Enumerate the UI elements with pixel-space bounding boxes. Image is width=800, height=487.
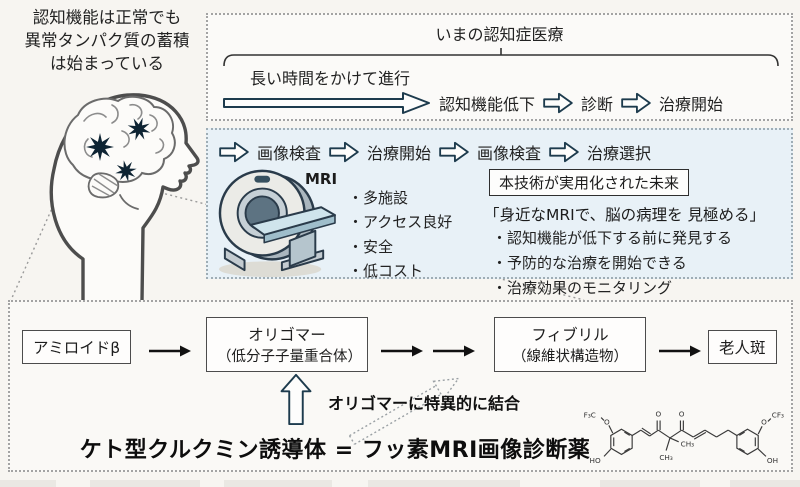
long-arrow-right-icon — [223, 92, 430, 114]
chem-label-ch3-bottom: CH₃ — [659, 453, 673, 462]
proposed-step-imaging-2: 画像検査 — [477, 144, 542, 163]
solid-arrow-right-icon — [381, 345, 423, 357]
arrow-right-icon — [549, 141, 579, 163]
cropped-thumbnail-bar — [368, 480, 520, 487]
solid-arrow-right-icon — [149, 345, 191, 357]
node-amyloid-beta-label: アミロイドβ — [33, 339, 121, 357]
chem-label-ho: HO — [589, 456, 600, 465]
node-amyloid-beta: アミロイドβ — [22, 330, 132, 364]
current-care-title: いまの認知症医療 — [435, 25, 564, 44]
intro-caption: 認知機能は正常でも 異常タンパク質の蓄積 は始まっている — [6, 7, 208, 75]
dotted-arrow-icon — [348, 377, 461, 445]
cropped-thumbnail-bar — [600, 480, 700, 487]
future-vision-quote: 「身近なMRIで、脳の病理を 見極める」 — [484, 206, 766, 224]
node-oligomer-sublabel: （低分子子量重合体） — [217, 349, 362, 365]
proposed-step-imaging-1: 画像検査 — [257, 144, 322, 163]
mri-advantages-list: ・多施設 ・アクセス良好 ・安全 ・低コスト — [348, 186, 452, 283]
future-benefit-item: ・予防的な治療を開始できる — [492, 254, 687, 273]
chem-label-oh: OH — [767, 456, 778, 465]
intro-line-1: 認知機能は正常でも — [32, 8, 182, 27]
future-benefits-list: ・認知機能が低下する前に発見する ・予防的な治療を開始できる ・治療効果のモニタ… — [492, 226, 732, 302]
mri-machine-icon — [218, 169, 336, 278]
future-benefit-item: ・治療効果のモニタリング — [492, 279, 673, 298]
current-care-flow: 認知機能低下 診断 治療開始 — [222, 89, 723, 117]
chem-label-f3c: F₃C — [584, 411, 596, 420]
chem-label-cf3: CF₃ — [772, 411, 784, 420]
mri-advantage-item: ・低コスト — [348, 261, 424, 280]
chem-label-carbonyl-o1: O — [655, 410, 661, 419]
mri-advantage-item: ・多施設 — [348, 189, 409, 207]
chem-label-carbonyl-o2: O — [679, 410, 685, 419]
proposed-care-flow: 画像検査 治療開始 画像検査 治療選択 — [218, 138, 651, 166]
mri-advantage-item: ・アクセス良好 — [348, 213, 453, 232]
solid-arrow-right-icon — [659, 345, 701, 357]
span-brace — [223, 48, 779, 67]
mri-label: MRI — [305, 170, 338, 188]
duration-label: 長い時間をかけて進行 — [250, 69, 411, 88]
node-senile-plaque: 老人斑 — [708, 330, 777, 364]
chem-label-ch3-side: CH₃ — [681, 440, 695, 449]
cropped-thumbnail-bar — [224, 480, 332, 487]
cropped-thumbnail-bar — [0, 480, 56, 487]
amyloid-plaque-stars — [86, 117, 151, 182]
mri-advantage-item: ・安全 — [348, 237, 394, 256]
node-oligomer-label: オリゴマー — [248, 326, 326, 344]
intro-line-2: 異常タンパク質の蓄積 — [24, 30, 190, 50]
solid-arrow-right-icon — [433, 345, 475, 357]
current-step-decline: 認知機能低下 — [439, 95, 536, 114]
arrow-right-icon — [329, 141, 359, 163]
chemical-structure-icon: F₃C O HO O O CH₃ CH₃ O CF₃ OH — [584, 410, 784, 466]
proposed-care-panel: 画像検査 治療開始 画像検査 治療選択 — [206, 128, 793, 297]
cropped-thumbnail-bar — [90, 480, 200, 487]
chem-label-o-right: O — [761, 417, 767, 426]
node-fibril-sublabel: （線維状構造物） — [512, 349, 628, 365]
binding-note: オリゴマーに特異的に結合 — [328, 394, 521, 413]
diagnostic-agent-headline: ケト型クルクミン誘導体 = フッ素MRI画像診断薬 — [79, 438, 591, 463]
current-step-treatment: 治療開始 — [659, 95, 724, 114]
future-benefit-item: ・認知機能が低下する前に発見する — [492, 229, 733, 247]
arrow-up-icon — [280, 373, 312, 426]
node-fibril-label: フィブリル — [531, 326, 609, 344]
head-profile-brain-icon — [49, 93, 200, 301]
proposed-step-treatment-select: 治療選択 — [587, 144, 652, 163]
arrow-right-icon — [621, 92, 651, 114]
amyloid-cascade-panel: アミロイドβ オリゴマー （低分子子量重合体） フィブリル （線維状構造物） — [8, 300, 793, 472]
future-vision-title: 本技術が実用化された未来 — [489, 169, 690, 196]
current-step-diagnosis: 診断 — [581, 95, 614, 114]
cropped-thumbnail-bar — [730, 480, 800, 487]
current-care-panel: いまの認知症医療 長い時間をかけて進行 認知機能低下 診断 治療開始 — [206, 13, 793, 121]
arrow-right-icon — [439, 141, 469, 163]
chem-label-o-left: O — [604, 417, 610, 426]
node-fibril: フィブリル （線維状構造物） — [494, 317, 646, 372]
node-oligomer: オリゴマー （低分子子量重合体） — [206, 317, 368, 372]
arrow-right-icon — [543, 92, 573, 114]
proposed-step-treatment-start: 治療開始 — [367, 144, 432, 163]
node-senile-plaque-label: 老人斑 — [719, 339, 766, 357]
intro-line-3: は始まっている — [49, 53, 164, 73]
arrow-right-icon — [219, 141, 249, 163]
